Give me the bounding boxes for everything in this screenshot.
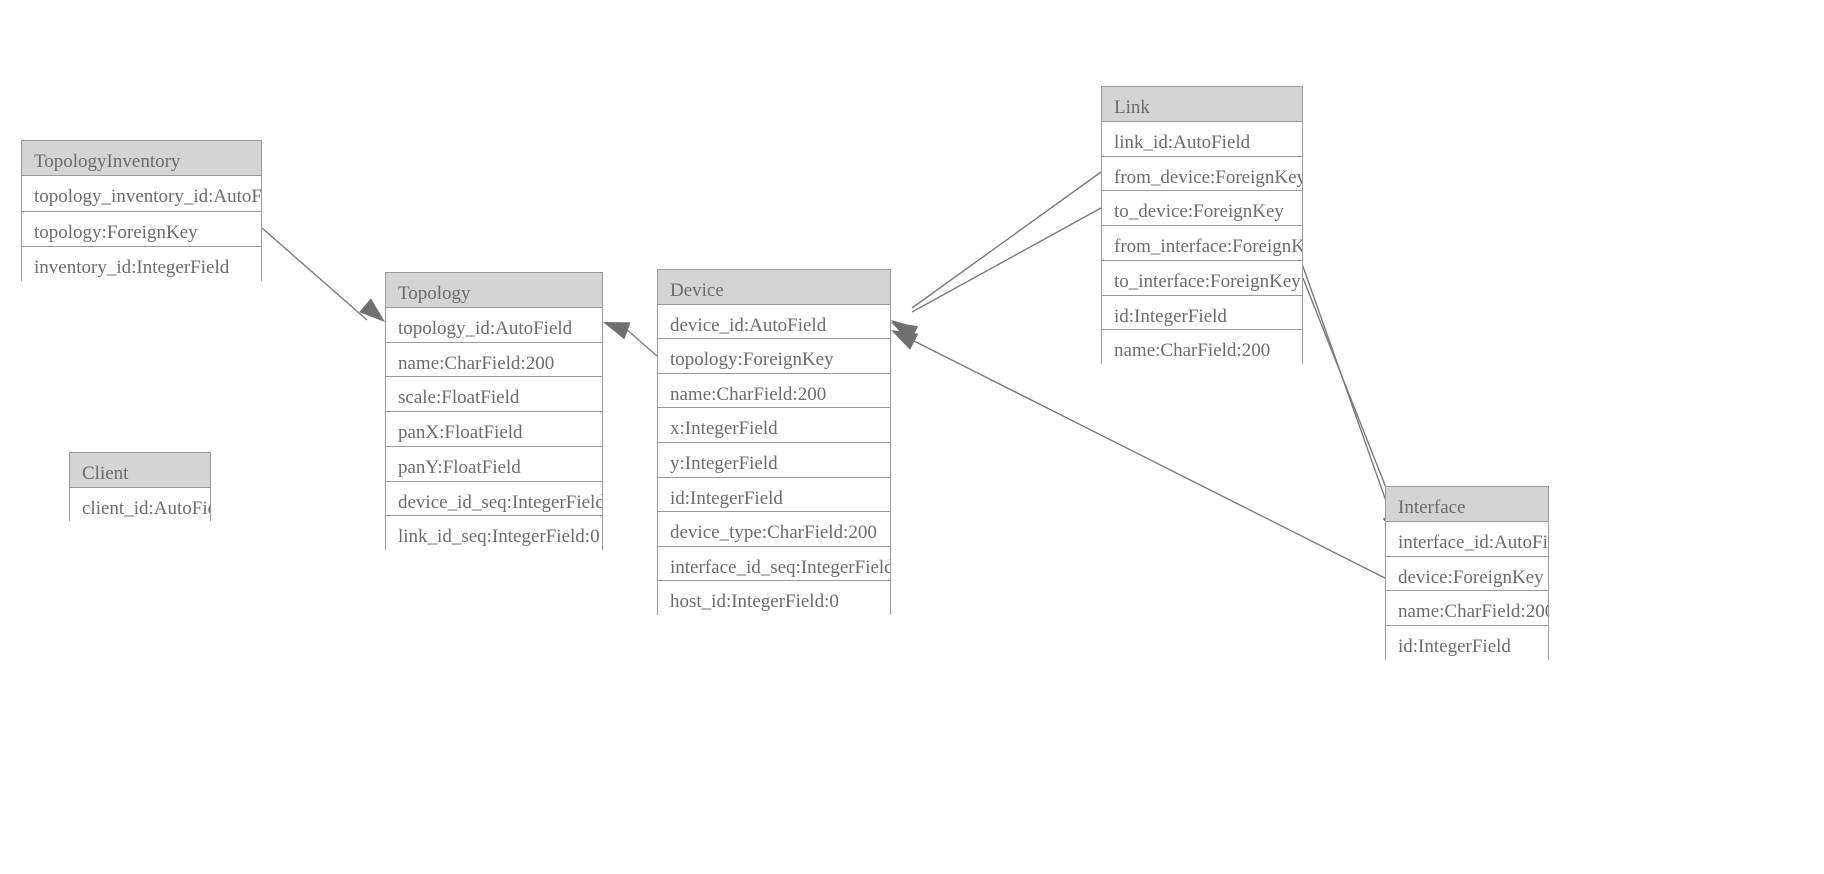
entity-field: client_id:AutoField [70,487,210,522]
entity-field: topology_inventory_id:AutoField [22,176,261,212]
relationship-link-from-device-to-device [911,171,1102,309]
entity-header-interface: Interface [1386,487,1548,522]
entity-field: to_device:ForeignKey [1102,191,1302,226]
entity-field: y:IntegerField [658,442,890,478]
entity-field: panY:FloatField [386,446,602,482]
relationship-interface-to-device [911,339,1386,579]
entity-field: host_id:IntegerField:0 [658,581,890,616]
relationship-link-to-device-to-device [911,207,1102,313]
entity-field: device_id:AutoField [658,304,890,340]
entity-field: device_type:CharField:200 [658,512,890,547]
entity-field: topology:ForeignKey [22,211,261,247]
entity-field: panX:FloatField [386,412,602,447]
entity-field: inventory_id:IntegerField [22,246,261,282]
entity-header-topology_inventory: TopologyInventory [22,141,261,177]
entity-field: name:CharField:200 [386,342,602,378]
arrowhead-interface-to-device [891,330,919,350]
entity-field: name:CharField:200 [658,373,890,409]
arrowhead-topologyinventory-to-topology [359,298,385,322]
entity-field: to_interface:ForeignKey [1102,260,1302,296]
entity-field: link_id_seq:IntegerField:0 [386,516,602,551]
entity-header-link: Link [1102,87,1302,122]
arrowhead-link-to-device-to-device [891,322,919,343]
entity-field: from_device:ForeignKey [1102,156,1302,192]
relationship-topologyinventory-to-topology [261,227,368,321]
entity-field: scale:FloatField [386,377,602,412]
relationship-link-from-interface-to-interface [1299,257,1393,519]
arrowhead-device-to-topology [603,322,631,340]
entity-field: x:IntegerField [658,408,890,443]
entity-field: link_id:AutoField [1102,121,1302,157]
entity-field: topology:ForeignKey [658,339,890,374]
entity-interface[interactable]: Interfaceinterface_id:AutoFielddevice:Fo… [1385,486,1549,661]
entity-field: topology_id:AutoField [386,307,602,343]
entity-field: interface_id_seq:IntegerField:0 [658,546,890,582]
relationship-link-to-interface-to-interface [1302,277,1399,519]
entity-field: name:CharField:200 [1102,330,1302,365]
entity-field: id:IntegerField [658,477,890,513]
entity-field: id:IntegerField [1386,626,1548,661]
entity-field: device:ForeignKey [1386,556,1548,592]
entity-field: id:IntegerField [1102,295,1302,331]
arrowhead-link-from-device-to-device [891,320,918,343]
entity-field: device_id_seq:IntegerField:0 [386,481,602,517]
entity-field: name:CharField:200 [1386,591,1548,627]
entity-header-client: Client [70,453,210,488]
relationship-device-to-topology [624,327,658,357]
entity-header-topology: Topology [386,273,602,308]
entity-field: interface_id:AutoField [1386,521,1548,557]
entity-field: from_interface:ForeignKey [1102,226,1302,261]
entity-header-device: Device [658,270,890,305]
